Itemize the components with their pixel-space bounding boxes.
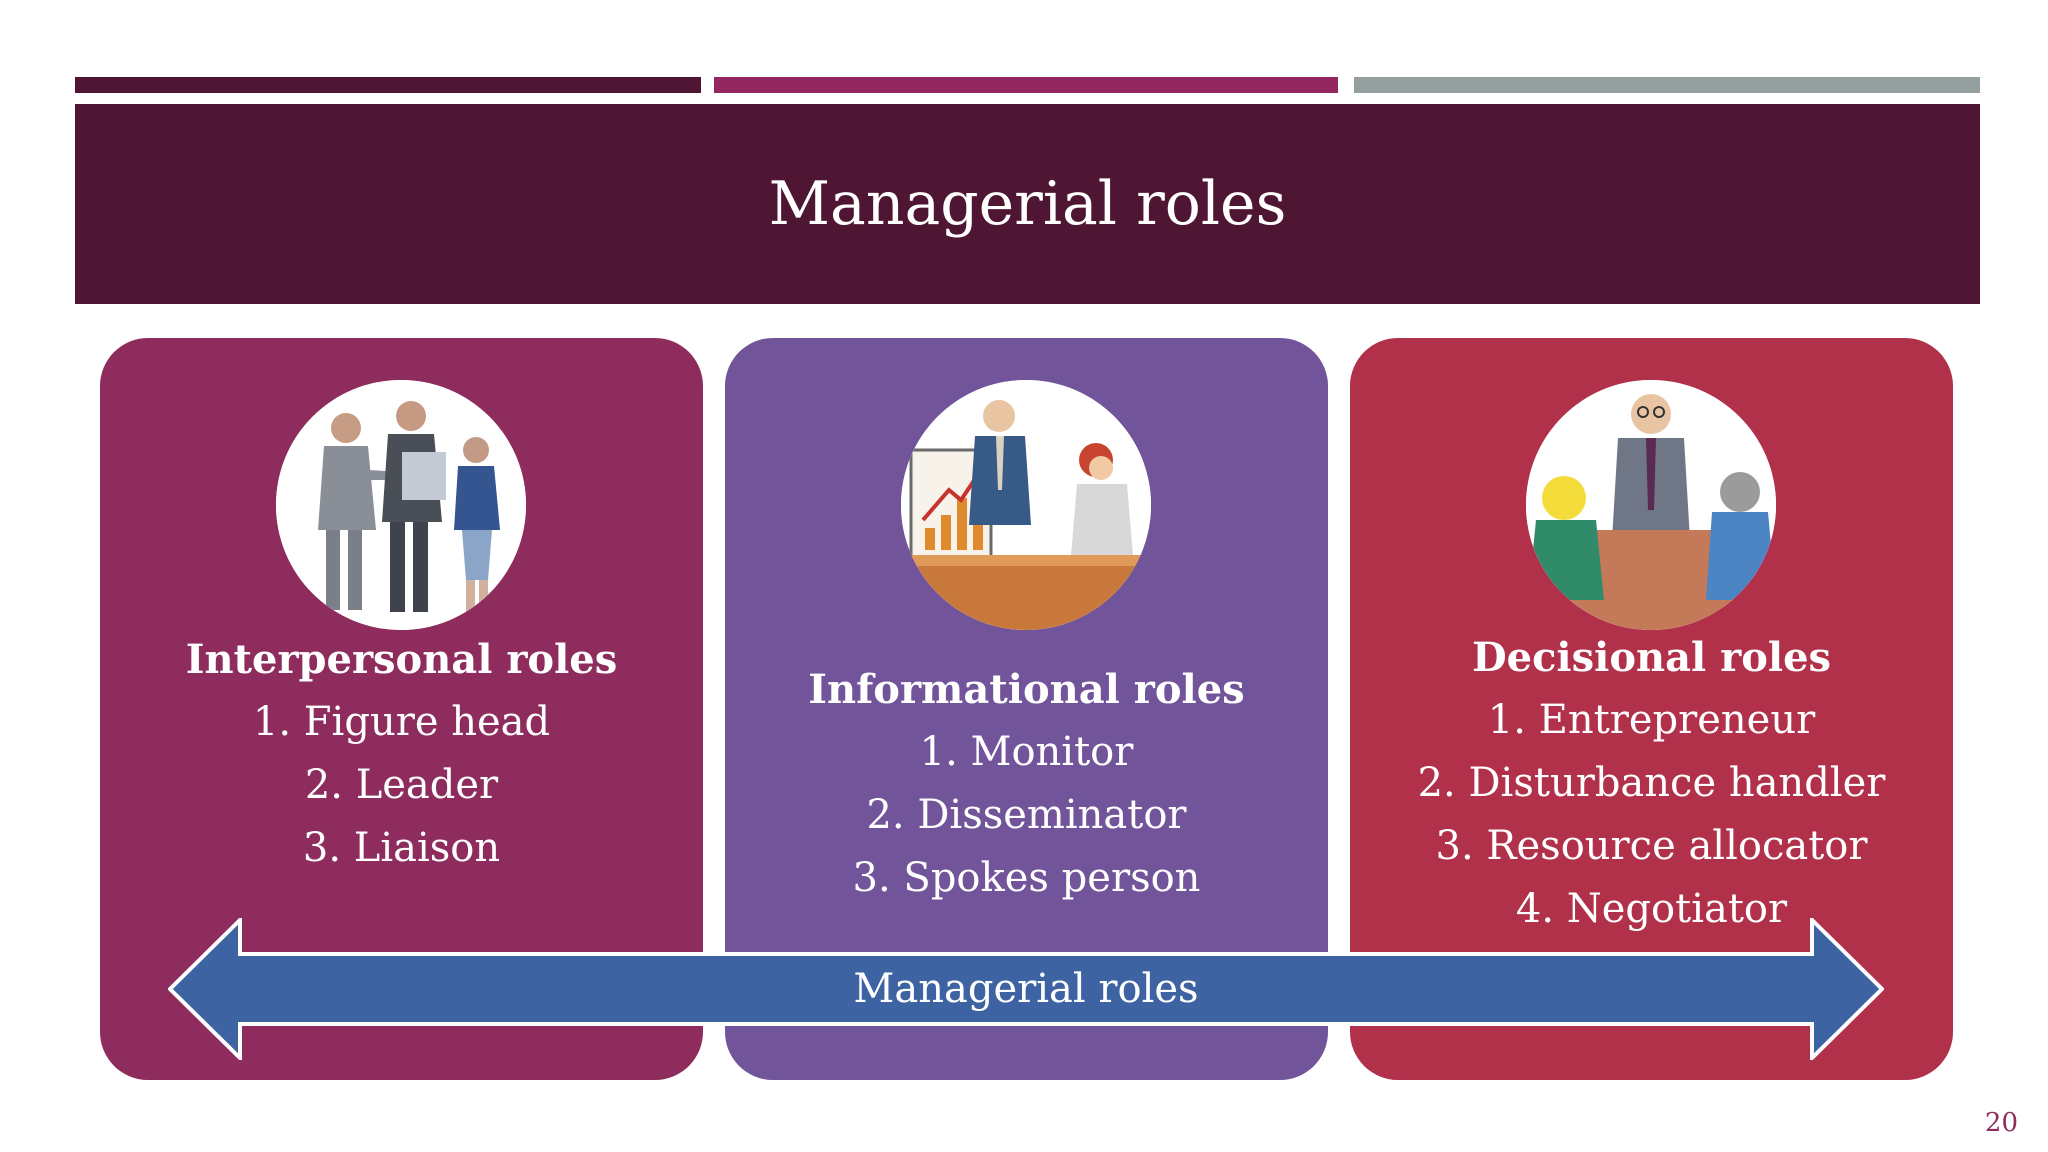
panel-informational-text: Informational roles 1. Monitor 2. Dissem… (725, 658, 1328, 910)
double-arrow-icon (168, 918, 1884, 1060)
role-item: 4. Negotiator (1515, 886, 1788, 932)
arrow-label: Managerial roles (853, 966, 1199, 1012)
top-stripe-magenta (714, 77, 1338, 93)
title-band: Managerial roles (75, 104, 1980, 304)
handshake-people-icon (276, 380, 526, 630)
panel-interpersonal-text: Interpersonal roles 1. Figure head 2. Le… (100, 628, 703, 880)
top-stripe-gray (1354, 77, 1980, 93)
role-item: 1. Figure head (252, 699, 551, 745)
role-item: 2. Leader (304, 762, 499, 808)
role-item: 1. Entrepreneur (1487, 697, 1816, 743)
presentation-chart-icon (901, 380, 1151, 630)
slide-title: Managerial roles (768, 169, 1287, 239)
role-item: 3. Spokes person (852, 855, 1201, 901)
panel-heading: Decisional roles (1471, 634, 1832, 681)
panel-heading: Informational roles (808, 666, 1245, 713)
page-number: 20 (1984, 1108, 2018, 1138)
top-stripe-dark (75, 77, 701, 93)
panel-decisional-text: Decisional roles 1. Entrepreneur 2. Dist… (1350, 626, 1953, 941)
role-item: 3. Resource allocator (1435, 823, 1868, 869)
role-item: 1. Monitor (919, 729, 1134, 775)
meeting-table-icon (1526, 380, 1776, 630)
role-item: 2. Disturbance handler (1417, 760, 1886, 806)
panel-heading: Interpersonal roles (185, 636, 618, 683)
role-item: 2. Disseminator (866, 792, 1187, 838)
role-item: 3. Liaison (302, 825, 501, 871)
managerial-roles-arrow: Managerial roles (168, 918, 1884, 1060)
